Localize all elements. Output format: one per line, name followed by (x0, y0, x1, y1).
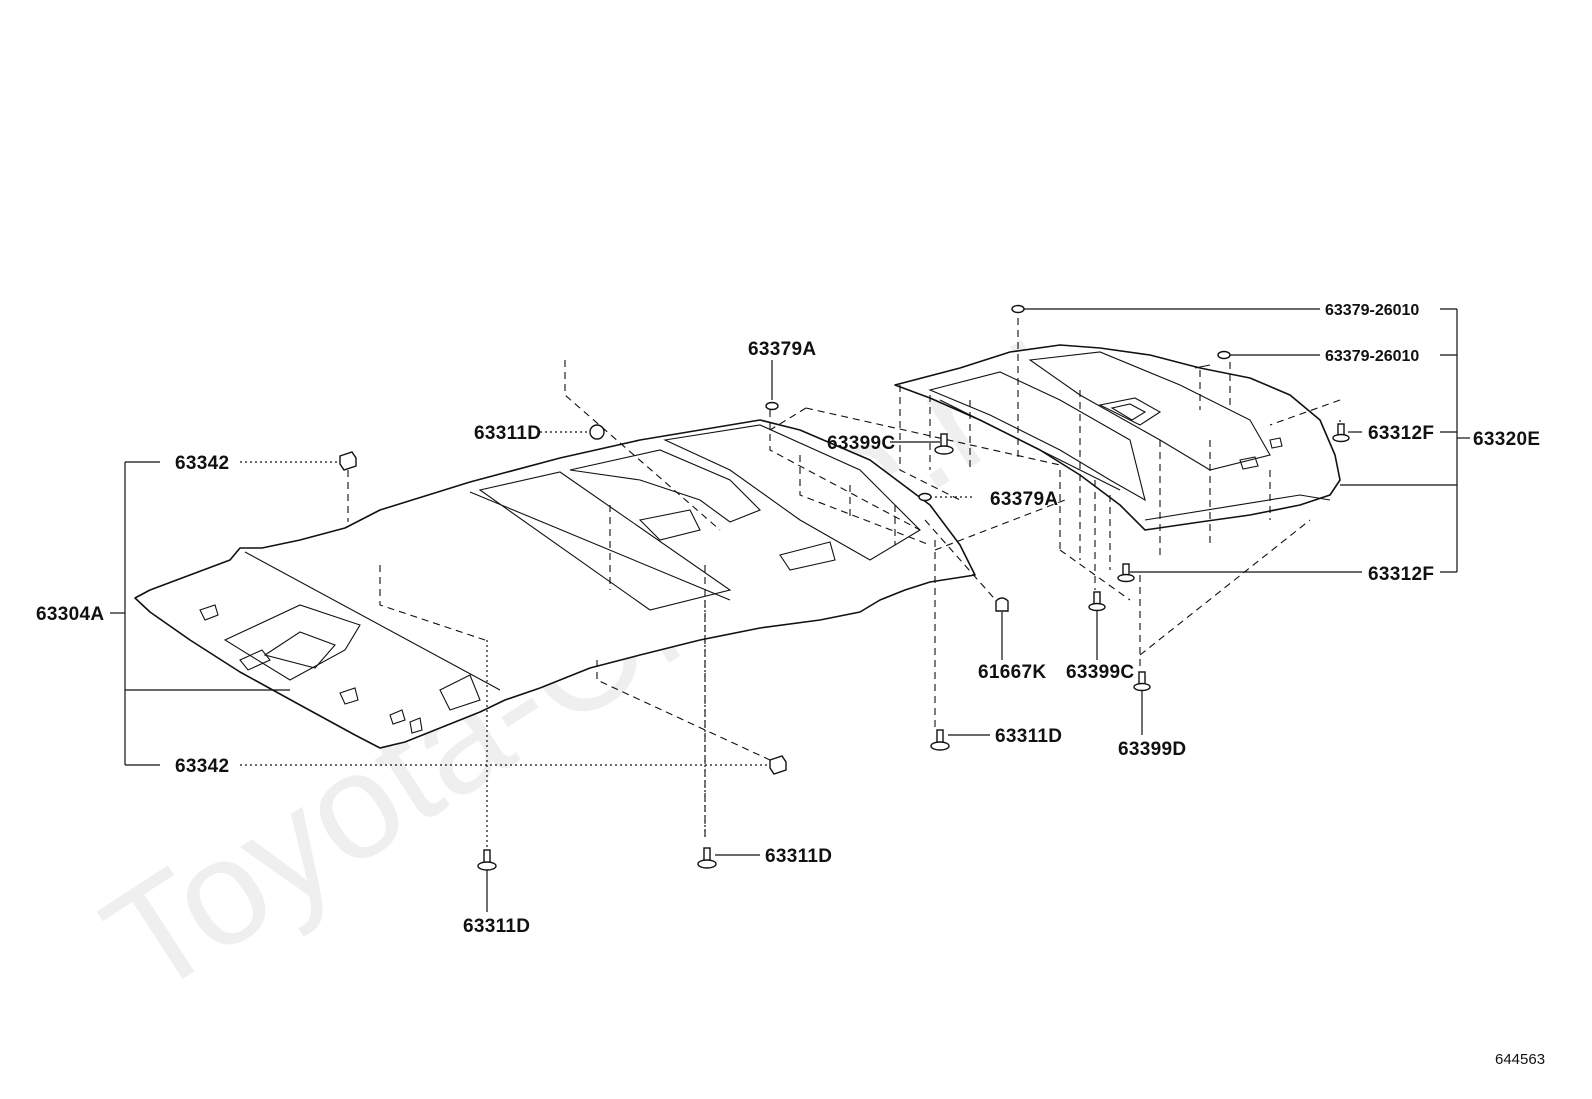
push-clip-icon (1088, 591, 1106, 612)
label-63399C-left: 63399C (827, 433, 895, 454)
push-clip-icon (477, 849, 497, 871)
pad-clip-icon (769, 755, 787, 775)
label-63379A-top: 63379A (748, 339, 816, 360)
label-63311D-lower-left: 63311D (463, 916, 530, 937)
washer-icon (1011, 304, 1025, 314)
push-clip-icon (1117, 563, 1135, 583)
label-63399D: 63399D (1118, 739, 1186, 760)
label-63320E: 63320E (1473, 429, 1540, 450)
leader-lines (110, 308, 1470, 912)
label-63311D-mid: 63311D (995, 726, 1062, 747)
label-63304A: 63304A (36, 604, 104, 625)
push-clip-icon (934, 433, 954, 455)
hook-clip-icon (995, 597, 1009, 612)
washer-icon (765, 401, 779, 411)
push-clip-icon (930, 729, 950, 751)
label-63312F-bottom: 63312F (1368, 564, 1434, 585)
round-clip-icon (589, 424, 605, 440)
washer-icon (918, 492, 932, 502)
push-clip-icon (697, 847, 717, 869)
label-63342-bottom: 63342 (175, 756, 229, 777)
rear-headliner-outline (894, 344, 1341, 531)
label-63311D-lower-right: 63311D (765, 846, 832, 867)
push-clip-icon (1332, 423, 1350, 443)
label-63379A-mid: 63379A (990, 489, 1058, 510)
dashed-guides (347, 318, 1341, 850)
washer-icon (1217, 350, 1231, 360)
reference-number: 644563 (1495, 1051, 1545, 1068)
label-63312F-top: 63312F (1368, 423, 1434, 444)
label-63379-26010-a: 63379-26010 (1325, 302, 1419, 319)
label-63342-top: 63342 (175, 453, 229, 474)
label-61667K: 61667K (978, 662, 1046, 683)
label-63311D-upper: 63311D (474, 423, 541, 444)
part-labels: 63304A 63342 63342 63311D 63379A 63399C … (36, 302, 1545, 1068)
push-clip-icon (1133, 671, 1151, 692)
label-63379-26010-b: 63379-26010 (1325, 348, 1419, 365)
pad-clip-icon (339, 451, 357, 471)
label-63399C-right: 63399C (1066, 662, 1134, 683)
fasteners (339, 304, 1350, 871)
